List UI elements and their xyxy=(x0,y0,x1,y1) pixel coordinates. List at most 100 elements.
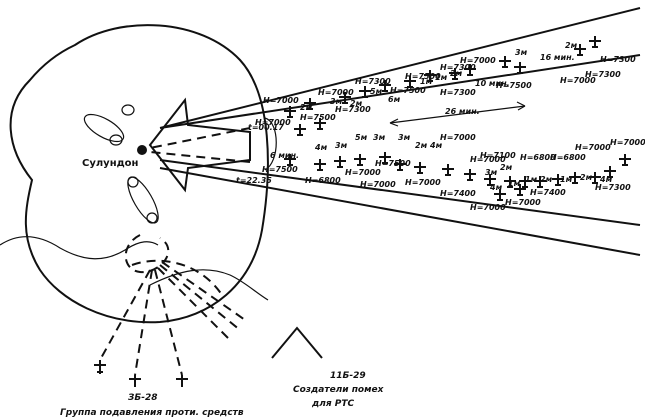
stream-label: Н=7500 xyxy=(405,72,441,81)
stream-label: Н=7500 xyxy=(496,81,532,90)
stream-label: 5м xyxy=(370,87,383,96)
stream-label: Н=7000 xyxy=(470,155,506,164)
plane-icon xyxy=(589,36,601,48)
stream-label: 2м xyxy=(580,173,593,182)
stream-label: Н=7400 xyxy=(440,189,476,198)
jammer-caption-2: для РТС xyxy=(311,399,355,409)
stream-label: Н=7300 xyxy=(440,63,476,72)
stream-label: 3м xyxy=(515,48,528,57)
lower-corridor xyxy=(159,159,641,256)
plane-icon xyxy=(534,176,546,188)
stream-label: 6 мин. xyxy=(270,151,299,160)
plane-icon xyxy=(314,118,326,130)
stream-label: 1м xyxy=(435,73,448,82)
upper-plane-group xyxy=(284,36,601,136)
stream-label: Н=7000 xyxy=(360,180,396,189)
stream-label: 16 мин. xyxy=(540,53,575,62)
plane-icon xyxy=(589,172,601,184)
stream-label: 2м xyxy=(415,141,428,150)
stream-label: Н=7500 xyxy=(390,86,426,95)
plane-icon xyxy=(379,152,391,164)
stream-label: Н=7000 xyxy=(610,138,645,147)
plane-icon xyxy=(514,62,526,74)
plane-icon xyxy=(294,124,306,136)
stream-label: Н=7300 xyxy=(595,183,631,192)
plane-icon xyxy=(574,44,586,56)
stream-label: 6м xyxy=(388,95,401,104)
jamming-cone-upper xyxy=(124,234,170,274)
plane-icon xyxy=(404,76,416,88)
stream-label: 3м xyxy=(335,141,348,150)
plane-icon xyxy=(284,154,296,166)
coverage-circle xyxy=(9,24,269,324)
plane-icon xyxy=(339,92,351,104)
plane-icon xyxy=(314,159,326,171)
jammer-caption-1: Создатели помех xyxy=(293,385,385,395)
stream-label: Н=7500 xyxy=(300,113,336,122)
plane-icon xyxy=(464,169,476,181)
jammer-angle-symbol xyxy=(271,326,323,359)
plane-icon xyxy=(334,156,346,168)
group-caption: Группа подавления проти. средств xyxy=(60,408,244,418)
plane-icon xyxy=(552,174,564,186)
plane-icon xyxy=(519,176,531,188)
corridor-end-arc xyxy=(264,117,277,171)
stream-label: Н=6800 xyxy=(305,176,341,185)
stream-label: 4м xyxy=(314,143,328,152)
stream-label: 3м xyxy=(373,133,386,142)
stream-label: Н=7000 xyxy=(560,76,596,85)
stream-label: Н=7500 xyxy=(262,165,298,174)
stream-label: 2м xyxy=(450,69,463,78)
stream-label: Н=7100 xyxy=(480,151,516,160)
stream-label: 1м xyxy=(525,175,538,184)
stream-label: Н=7000 xyxy=(460,56,496,65)
plane-icon xyxy=(464,64,476,76)
plane-icon xyxy=(394,159,406,171)
stream-label: 1м xyxy=(420,77,433,86)
town-label: Сулундон xyxy=(82,158,139,169)
stream-label: Н=6800 xyxy=(520,153,556,162)
group-aircraft-label: ЗБ-28 xyxy=(128,393,158,403)
stream-label: 2м xyxy=(350,99,363,108)
terrain-line-right xyxy=(149,269,269,301)
upper-height-labels: Н=7000Н=7000Н=7300Н=7500Н=7300Н=7000Н=75… xyxy=(255,41,636,127)
interval-arrow xyxy=(389,105,526,124)
plane-icon xyxy=(414,162,426,174)
stream-label: 10 мин. xyxy=(475,79,510,88)
stream-label: 4м xyxy=(599,175,613,184)
stream-label: Н=7400 xyxy=(530,188,566,197)
lower-plane-group xyxy=(284,152,631,201)
stream-label: Н=7300 xyxy=(600,55,636,64)
plane-icon xyxy=(379,80,391,92)
plane-icon xyxy=(569,172,581,184)
plane-icon xyxy=(494,189,506,201)
plane-icon xyxy=(514,184,526,196)
stream-label: 2м xyxy=(565,41,578,50)
flak-group-lower xyxy=(127,176,159,224)
plane-icon xyxy=(304,98,316,110)
suppression-dashes xyxy=(99,261,249,376)
stream-label: 2м xyxy=(300,103,313,112)
stream-label: 1м xyxy=(560,175,573,184)
plane-icon xyxy=(449,68,461,80)
plane-icon xyxy=(499,56,511,68)
time-label-a: t=00.17 xyxy=(248,123,284,132)
jamming-cone-lower xyxy=(131,259,223,296)
plane-icon xyxy=(424,70,436,82)
stream-label: Н=7300 xyxy=(585,70,621,79)
stream-label: 2м xyxy=(500,163,513,172)
stream-label: Н=7000 xyxy=(440,133,476,142)
plane-icon xyxy=(484,174,496,186)
stream-label: Н=6800 xyxy=(550,153,586,162)
target-arrow xyxy=(148,97,251,193)
stream-label: 3м xyxy=(330,97,343,106)
plane-icon xyxy=(354,154,366,166)
stream-label: 1м xyxy=(508,179,521,188)
stream-label: Н=7300 xyxy=(335,105,371,114)
stream-label: 2м xyxy=(540,175,553,184)
stream-label: Н=7000 xyxy=(505,198,541,207)
stream-label: Н=7000 xyxy=(470,203,506,212)
upper-corridor xyxy=(159,7,641,129)
plane-icons-bottom xyxy=(94,360,188,387)
